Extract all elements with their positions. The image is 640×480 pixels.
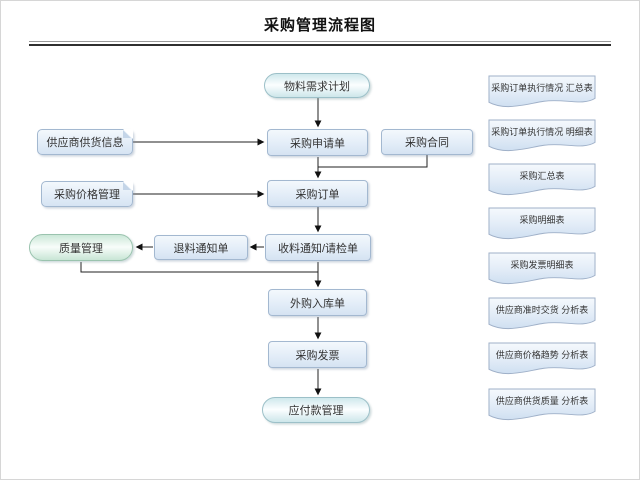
side-node-contract: 采购合同 [381, 129, 473, 155]
flow-node-purchase-invoice: 采购发票 [268, 341, 367, 368]
document-shape [488, 119, 596, 152]
flow-node-warehouse-entry: 外购入库单 [268, 289, 367, 316]
flow-node-receive-notice: 收料通知/请检单 [265, 234, 371, 261]
report-supplier-ontime: 供应商准时交货 分析表 [488, 297, 596, 334]
report-label: 采购订单执行情况 汇总表 [491, 83, 593, 93]
report-invoice-detail: 采购发票明细表 [488, 252, 596, 289]
document-shape [488, 388, 596, 421]
flow-node-purchase-order: 采购订单 [267, 180, 368, 207]
flow-node-purchase-request: 采购申请单 [267, 129, 368, 156]
report-purchase-detail: 采购明细表 [488, 207, 596, 244]
report-label: 采购明细表 [519, 215, 565, 225]
report-label: 供应商供货质量 分析表 [495, 396, 589, 406]
document-shape [488, 163, 596, 196]
report-label: 供应商价格趋势 分析表 [495, 350, 589, 360]
side-node-supplier-info: 供应商供货信息 [37, 129, 133, 155]
side-node-price-mgmt: 采购价格管理 [41, 181, 133, 207]
report-supplier-quality: 供应商供货质量 分析表 [488, 388, 596, 425]
report-label: 供应商准时交货 分析表 [495, 305, 589, 315]
report-order-exec-detail: 采购订单执行情况 明细表 [488, 119, 596, 156]
document-shape [488, 207, 596, 240]
flow-node-material-plan: 物料需求计划 [264, 73, 370, 98]
flow-node-payable-mgmt: 应付款管理 [262, 397, 370, 423]
document-shape [488, 75, 596, 108]
document-shape [488, 297, 596, 330]
side-node-quality-mgmt: 质量管理 [29, 234, 133, 261]
report-label: 采购发票明细表 [510, 260, 574, 270]
title-divider [29, 41, 611, 46]
report-purchase-summary: 采购汇总表 [488, 163, 596, 200]
side-node-return-notice: 退料通知单 [154, 235, 248, 260]
document-shape [488, 252, 596, 285]
page-title: 采购管理流程图 [263, 17, 376, 34]
report-supplier-price-trend: 供应商价格趋势 分析表 [488, 342, 596, 379]
report-order-exec-summary: 采购订单执行情况 汇总表 [488, 75, 596, 112]
report-label: 采购汇总表 [519, 171, 565, 181]
report-label: 采购订单执行情况 明细表 [491, 127, 593, 137]
document-shape [488, 342, 596, 375]
